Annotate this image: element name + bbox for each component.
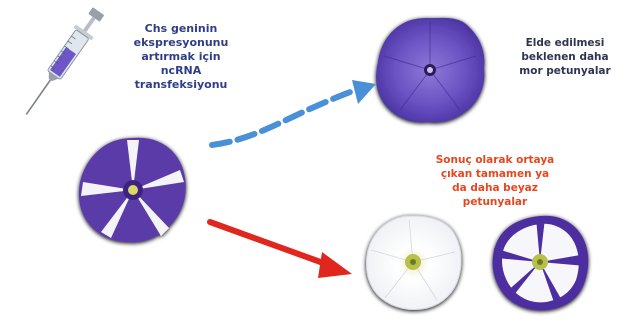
star-petunia-icon: [79, 138, 186, 243]
expected-result-label: Elde edilmesi beklenen daha mor petunyal…: [506, 36, 624, 78]
red-arrow: [210, 222, 352, 278]
actual-result-label: Sonuç olarak ortaya çıkan tamamen ya da …: [420, 153, 570, 209]
white-purple-edge-petunia-icon: [493, 216, 589, 311]
purple-petunia-icon: [376, 18, 484, 123]
transfection-label: Chs geninin ekspresyonunu artırmak için …: [86, 22, 276, 92]
white-petunia-icon: [367, 216, 461, 310]
